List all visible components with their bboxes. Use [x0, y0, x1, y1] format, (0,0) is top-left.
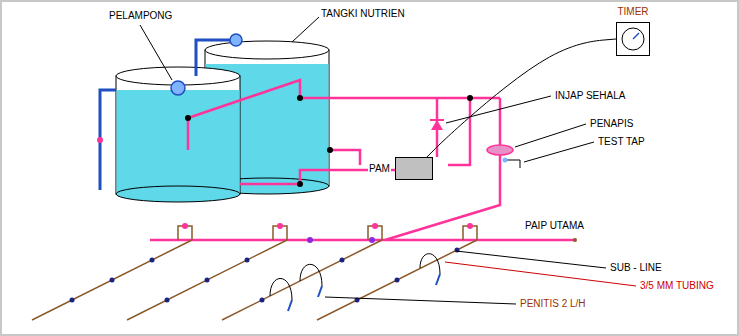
timer-box: TIMER [616, 6, 650, 56]
float-pipe [100, 40, 230, 190]
part-label: PAIP UTAMA [524, 220, 585, 232]
filter [487, 145, 513, 155]
clock-icon [617, 23, 649, 55]
test-tap [503, 158, 508, 163]
float [171, 81, 185, 95]
part-label: 3/5 MM TUBING [639, 280, 715, 292]
part-label: SUB - LINE [609, 262, 663, 274]
pipe [150, 80, 575, 240]
joint [97, 137, 103, 143]
node-label: PAM [368, 163, 391, 175]
front-tank [116, 67, 240, 202]
part-label: TANGKI NUTRIEN [320, 8, 406, 20]
part-label: PELAMPONG [108, 10, 173, 22]
tubing-loop [270, 254, 440, 300]
part-label: TEST TAP [597, 136, 646, 148]
timer-face [616, 22, 650, 56]
dripper [288, 274, 440, 311]
emitter-dot [70, 248, 460, 303]
pump-box: PAM [368, 157, 433, 180]
sub-line [32, 240, 477, 320]
leader-line [140, 17, 636, 304]
part-label: PENAPIS [589, 118, 634, 130]
node-label: TIMER [616, 6, 649, 18]
part-label: PENITIS 2 L/H [519, 298, 587, 310]
pump-body [395, 157, 433, 180]
riser [178, 223, 577, 243]
joint [185, 95, 473, 187]
check-valve [430, 120, 444, 130]
part-label: INJAP SEHALA [554, 90, 626, 102]
